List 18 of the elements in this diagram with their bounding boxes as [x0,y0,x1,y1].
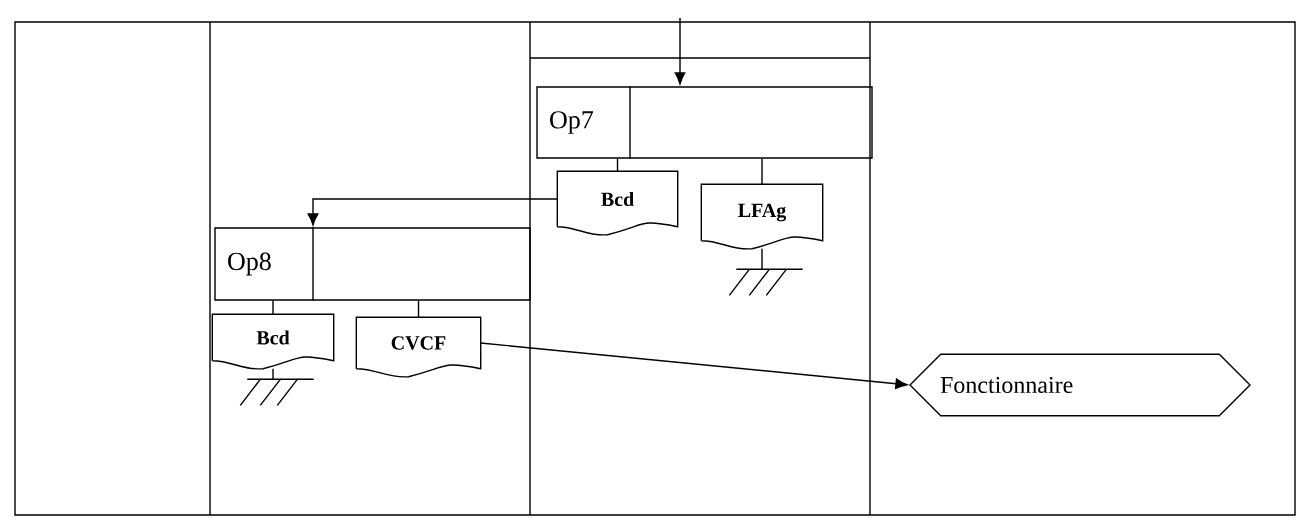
operation-box: Op7 [536,85,873,160]
connector-line [417,300,420,318]
document-shape: Bcd [211,313,335,370]
document-shape: LFAg [700,183,824,250]
connector-line [761,248,763,270]
arrow [307,198,558,226]
connector-line [272,368,274,380]
arrow [674,17,686,85]
archive-symbol [239,378,315,406]
document-shape: CVCF [355,316,482,378]
connector-line [616,158,619,172]
connector-line [761,158,763,185]
archive-symbol [728,268,804,296]
arrow [480,342,908,390]
actor-box: Fonctionnaire [909,353,1251,417]
connector-line [272,300,274,315]
operation-box: Op8 [214,226,531,302]
document-shape: Bcd [556,170,679,236]
